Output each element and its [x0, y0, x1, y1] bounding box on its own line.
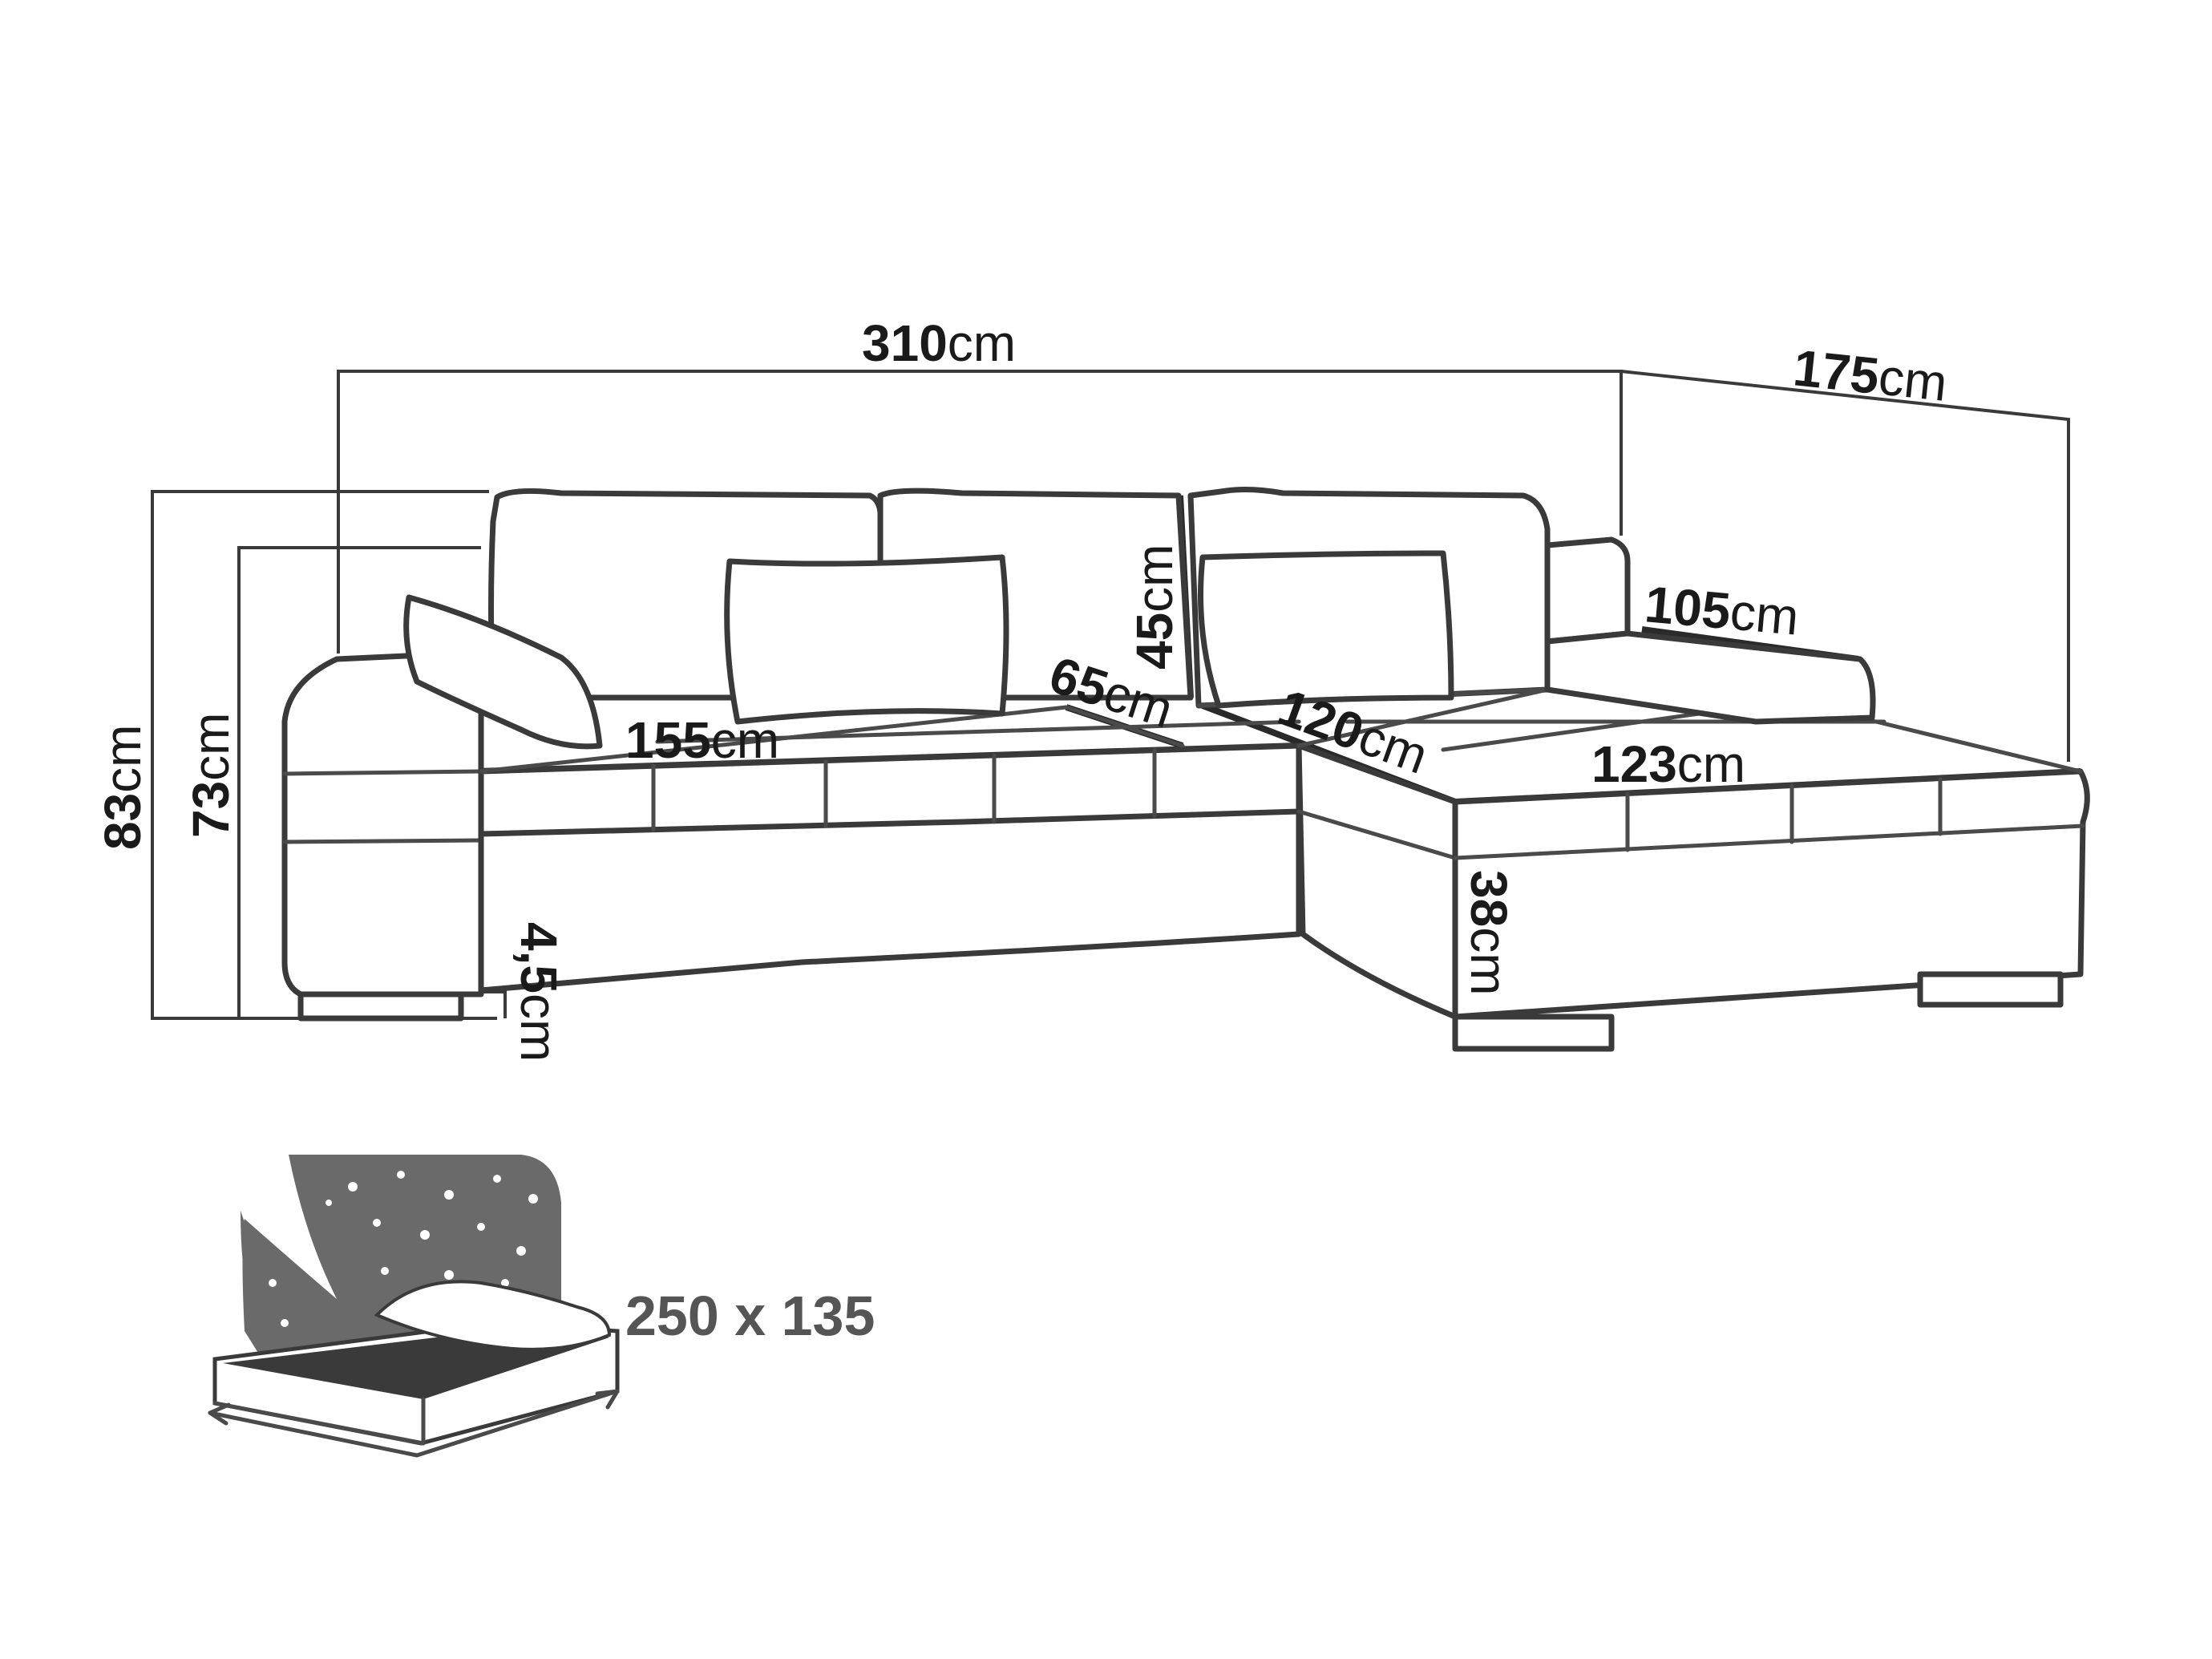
label-310: 310cm — [862, 314, 1016, 372]
pillow-right — [1198, 550, 1454, 709]
stars — [269, 1171, 544, 1327]
leg-chaise-right — [1917, 971, 2064, 1008]
dim-line-73 — [237, 546, 481, 1018]
leg-chaise-front — [1452, 1014, 1615, 1052]
sleeping-area-label: 250 x 135 — [625, 1285, 875, 1347]
sofa-drawing — [281, 487, 2090, 1052]
label-4-5: 4,5cm — [510, 922, 568, 1062]
width-arrow — [208, 1389, 620, 1458]
pillow-left-angled — [403, 594, 603, 750]
label-73: 73cm — [182, 713, 240, 839]
label-175: 175cm — [1791, 338, 1951, 412]
label-155: 155cm — [625, 711, 779, 769]
label-83: 83cm — [94, 725, 152, 851]
label-45: 45cm — [1126, 544, 1183, 670]
leg-front-left — [297, 991, 464, 1022]
moon-curve — [241, 1211, 337, 1363]
left-armrest — [281, 650, 484, 997]
label-123: 123cm — [1591, 735, 1745, 793]
dim-line-175 — [1620, 370, 2070, 762]
dimension-labels: 310cm 175cm 105cm 45cm 155cm 65cm 120cm … — [94, 314, 1950, 1062]
bed-pillows — [374, 1280, 612, 1351]
right-armrest — [1544, 630, 1876, 725]
label-105: 105cm — [1643, 575, 1802, 645]
bed-function-icon: 250 x 135 — [208, 1155, 875, 1458]
dim-line-310 — [337, 370, 1623, 653]
label-38: 38cm — [1460, 870, 1518, 996]
main-seat-cushions — [478, 743, 1302, 837]
right-armrest-back — [1544, 536, 1631, 645]
chaise-side — [1296, 743, 1458, 1020]
pillow-middle — [724, 554, 1009, 725]
